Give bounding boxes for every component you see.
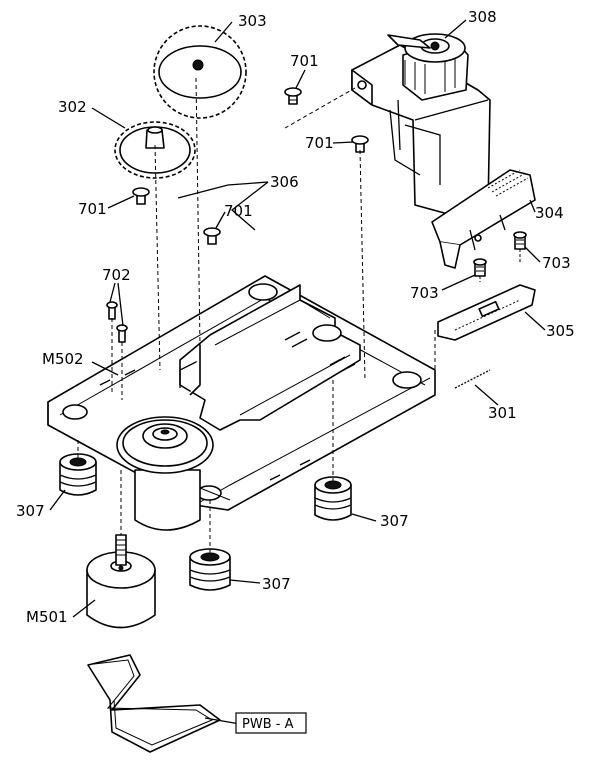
turntable-motor xyxy=(116,416,214,531)
circuit-board-pwb-a xyxy=(87,654,221,753)
leader-lines xyxy=(49,19,546,725)
screw-703-right xyxy=(513,231,527,250)
label-303: 303 xyxy=(238,12,267,30)
guide-shaft-306-left xyxy=(140,127,288,225)
label-m502: M502 xyxy=(42,350,84,368)
label-701-center: 701 xyxy=(224,202,253,220)
gear-302 xyxy=(114,121,196,179)
label-306: 306 xyxy=(270,173,299,191)
optical-pickup-308 xyxy=(351,33,491,221)
label-308: 308 xyxy=(468,8,497,26)
chassis-m502 xyxy=(47,275,436,511)
label-307-right: 307 xyxy=(380,512,409,530)
label-302: 302 xyxy=(58,98,87,116)
foot-307-left xyxy=(59,453,97,496)
rack-305 xyxy=(437,284,536,341)
label-701-top: 701 xyxy=(290,52,319,70)
label-702: 702 xyxy=(102,266,131,284)
label-m501: M501 xyxy=(26,608,68,626)
gear-303 xyxy=(153,25,247,119)
foot-307-right xyxy=(314,476,352,521)
foot-307-bottom xyxy=(189,548,231,591)
screw-703-center xyxy=(473,258,487,277)
label-305: 305 xyxy=(546,322,575,340)
label-703-center: 703 xyxy=(410,284,439,302)
screw-701-center xyxy=(203,227,221,245)
label-pwb-a: PWB - A xyxy=(242,717,294,732)
alignment-lines xyxy=(77,77,521,555)
screw-702 xyxy=(106,301,128,343)
screw-701-top xyxy=(284,87,302,105)
screw-701-right xyxy=(351,135,369,153)
screw-701-left xyxy=(132,187,150,205)
label-304: 304 xyxy=(535,204,564,222)
label-701-right: 701 xyxy=(305,134,334,152)
label-307-bottom: 307 xyxy=(262,575,291,593)
label-pwb-a-box: PWB - A xyxy=(235,712,307,734)
rack-304 xyxy=(431,169,536,269)
label-703-right: 703 xyxy=(542,254,571,272)
motor-m501 xyxy=(86,534,156,629)
guide-shaft-306-right xyxy=(209,172,358,271)
label-701-left: 701 xyxy=(78,200,107,218)
spring-301 xyxy=(454,369,491,389)
label-301: 301 xyxy=(488,404,517,422)
label-307-left: 307 xyxy=(16,502,45,520)
